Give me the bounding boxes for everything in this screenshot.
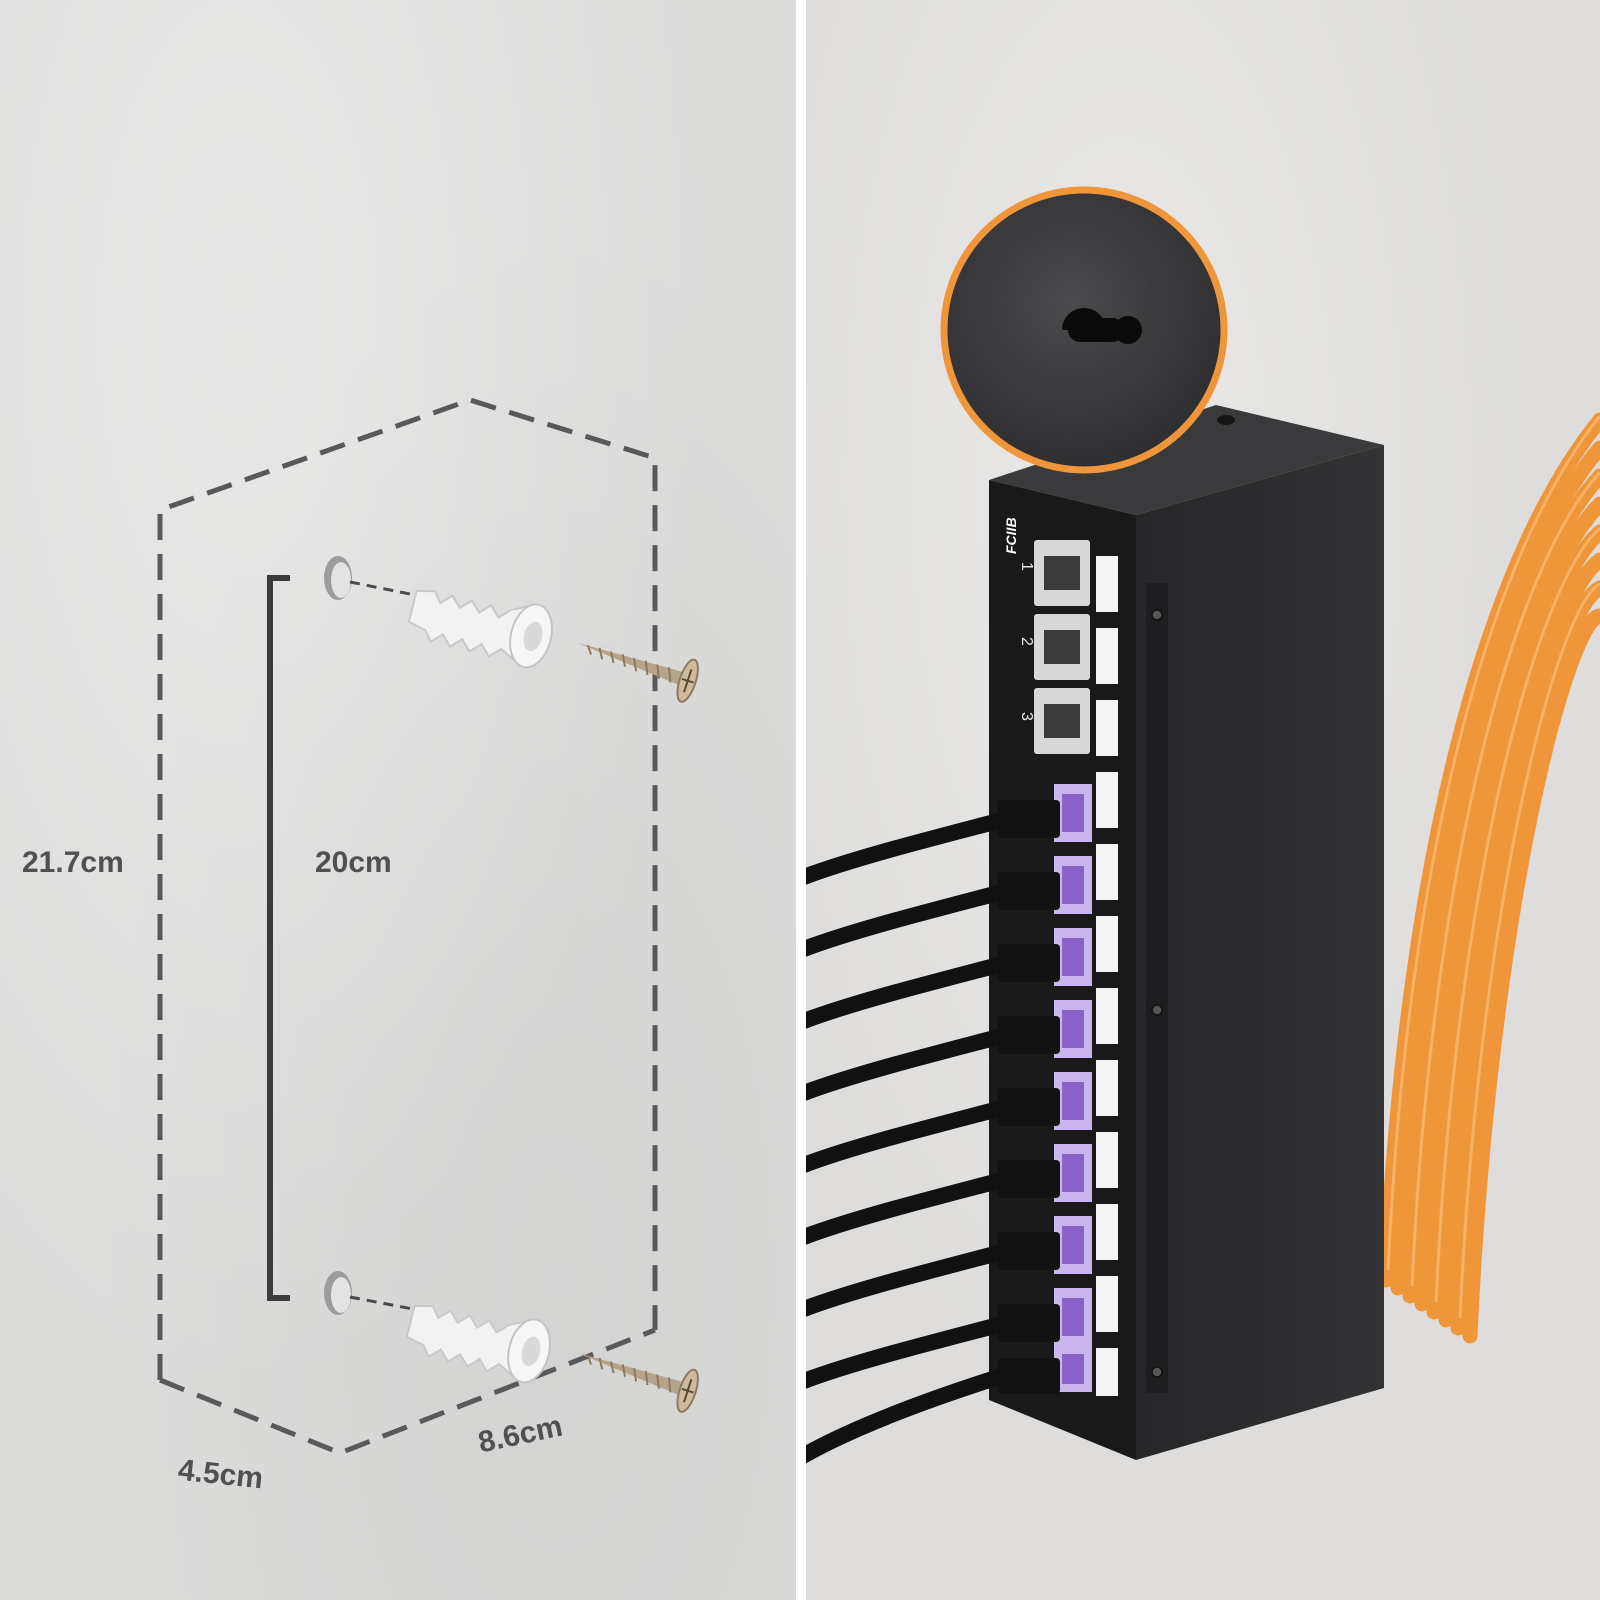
empty-ports [1034,540,1090,754]
port-number-2: 2 [1018,637,1035,646]
top-wall-hole [324,556,352,600]
connected-port [806,928,1092,1029]
top-screw-hole [1217,415,1235,425]
mounted-device-photo: FCIIB 1 2 3 [806,186,1600,1464]
connected-port [806,1288,1092,1389]
connected-port [806,856,1092,957]
port-label-strips [1096,556,1118,1396]
device-outline [157,397,658,1456]
height-dimension-label: 21.7cm [22,846,124,879]
bottom-alignment-line [349,1295,419,1312]
connected-port [806,1216,1092,1317]
connected-port [806,1346,1092,1464]
panel-divider [796,0,806,1600]
mounting-diagram-drawing [157,397,699,1456]
device-side-panel [1136,445,1384,1460]
top-wall-anchor [407,589,553,669]
hole-spacing-bracket [267,575,290,1301]
bottom-wall-hole [324,1271,352,1315]
connected-ports [806,784,1092,1464]
port-number-3: 3 [1018,712,1035,721]
hole-spacing-dimension-label: 20cm [315,846,392,879]
mounting-diagram-panel: 21.7cm 20cm 4.5cm 8.6cm [0,0,796,1600]
brand-logo: FCIIB [1003,517,1019,554]
connected-port [806,784,1092,885]
side-screws [1151,609,1163,1378]
connected-port [806,1144,1092,1245]
device-top [989,405,1384,515]
connected-port [806,1072,1092,1173]
top-screw [578,643,699,703]
port-number-1: 1 [1018,562,1035,571]
bottom-screw [578,1353,699,1413]
connected-port [806,1000,1092,1101]
mounted-device-panel: FCIIB 1 2 3 [806,0,1600,1600]
keyhole-zoom-circle [940,186,1228,474]
keyhole-slot-channel [1068,318,1124,342]
bottom-wall-anchor [405,1304,551,1384]
cable-highlights [1386,415,1600,1319]
side-mounting-rail [1146,583,1168,1393]
top-alignment-line [349,580,421,598]
